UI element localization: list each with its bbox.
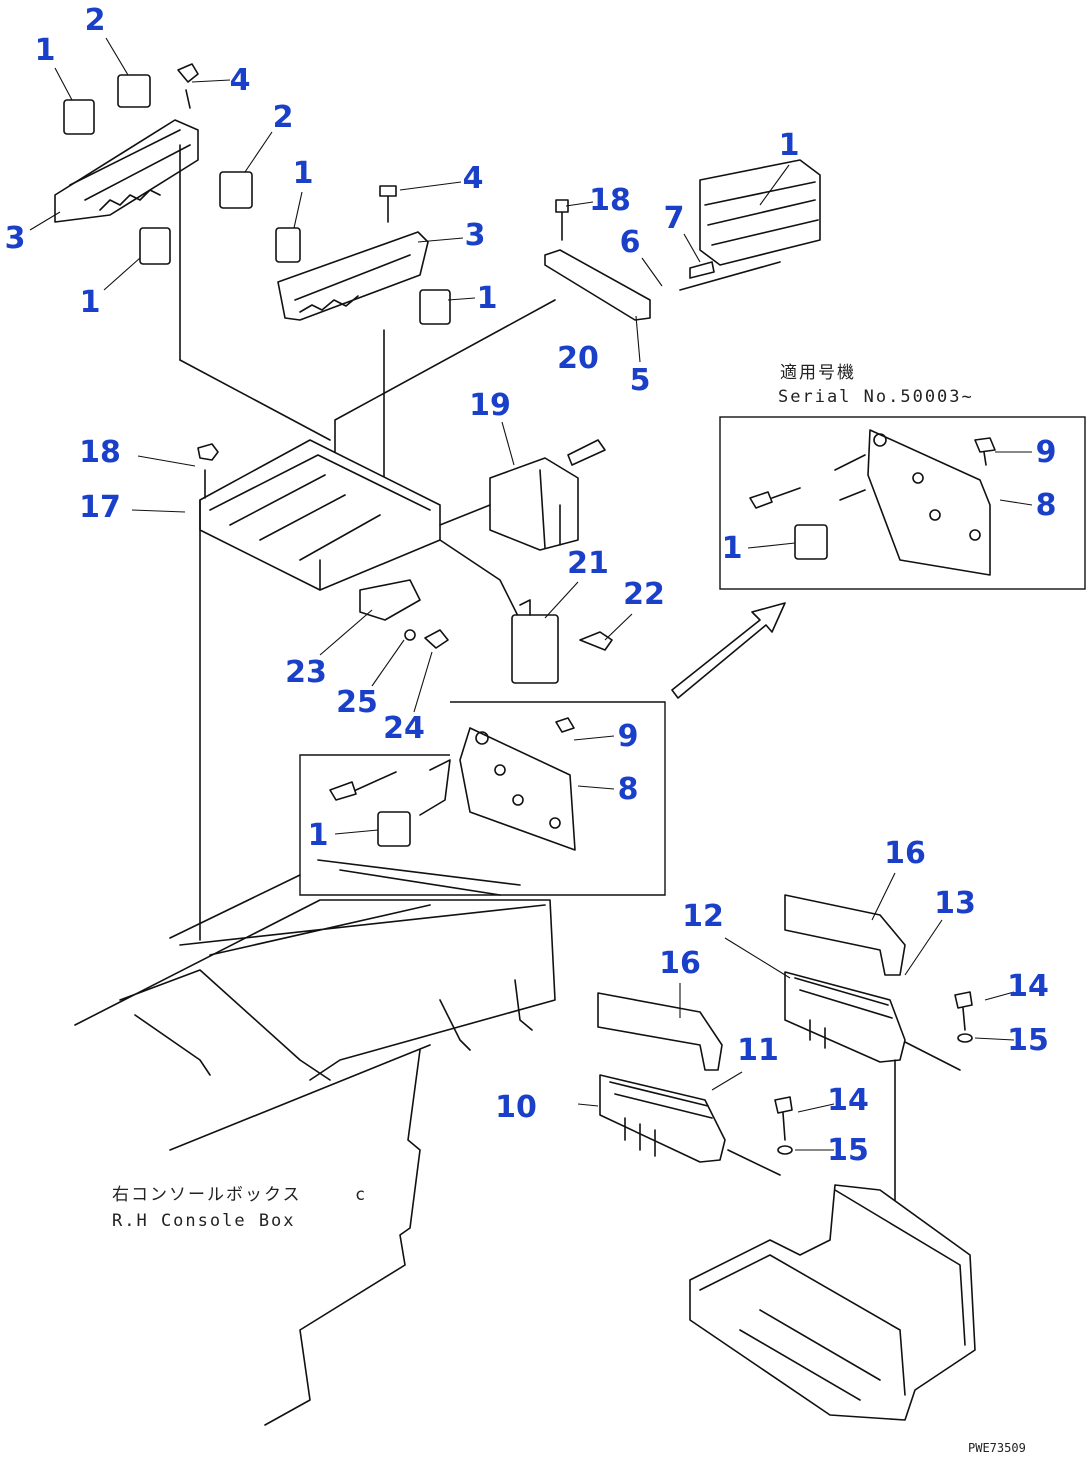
leader-line-c14b [797, 1103, 835, 1113]
callout-c8b: 8 [618, 772, 639, 807]
callout-c15b: 15 [827, 1133, 869, 1168]
console-label-jp: 右コンソールボックス [112, 1185, 302, 1205]
leader-line-c17 [131, 509, 186, 513]
leader-line-c1c [293, 191, 303, 229]
callout-c1d: 1 [477, 281, 498, 316]
callout-c15a: 15 [1007, 1023, 1049, 1058]
leader-line-c7 [683, 233, 701, 263]
leader-line-c1a [54, 67, 73, 101]
relay-bank-right [334, 159, 821, 471]
callout-c3a: 3 [5, 221, 26, 256]
leader-line-c2b [244, 131, 273, 173]
callout-c21: 21 [567, 546, 609, 581]
leader-line-c25 [371, 639, 405, 687]
bottom-right-plate [689, 1184, 976, 1421]
callout-c12: 12 [682, 899, 724, 934]
callout-c16a: 16 [884, 836, 926, 871]
callout-c25: 25 [336, 685, 378, 720]
leader-line-c1g [334, 829, 379, 835]
serial-label-jp: 適用号機 [780, 363, 856, 383]
drawing-code: PWE73509 [968, 1441, 1026, 1455]
leader-line-c4a [191, 79, 231, 83]
leader-line-c14a [984, 991, 1015, 1001]
callout-c22: 22 [623, 577, 665, 612]
leader-line-c11 [711, 1071, 743, 1091]
leader-line-c8b [577, 785, 615, 790]
leader-line-c18a [565, 201, 594, 207]
console-label-en: R.H Console Box [112, 1211, 296, 1231]
callout-c3b: 3 [465, 218, 486, 253]
leader-line-c4b [399, 181, 462, 191]
callout-c20: 20 [557, 341, 599, 376]
relay-bracket-top-left [54, 63, 253, 361]
callout-c13: 13 [934, 886, 976, 921]
callout-c14b: 14 [827, 1083, 869, 1118]
callout-c4a: 4 [230, 63, 251, 98]
callout-c11: 11 [737, 1033, 779, 1068]
leader-line-c23 [319, 609, 373, 656]
serial-inset [719, 416, 1086, 590]
callout-c19: 19 [469, 388, 511, 423]
leader-line-c1f [747, 542, 796, 549]
callout-c18b: 18 [79, 435, 121, 470]
leader-line-c3a [29, 211, 61, 231]
callout-c14a: 14 [1007, 969, 1049, 1004]
leader-line-c9b [573, 735, 615, 741]
callout-c2b: 2 [273, 100, 294, 135]
callout-c17: 17 [79, 490, 121, 525]
leader-line-c3b [417, 237, 464, 243]
callout-c1f: 1 [722, 531, 743, 566]
relay-bracket-mid [275, 185, 451, 521]
relay-parts-center [359, 439, 613, 684]
leader-line-c1b [103, 257, 141, 291]
callout-c4b: 4 [463, 161, 484, 196]
leader-line-c21 [544, 581, 579, 619]
callout-leaders [29, 37, 1033, 1151]
callout-c8a: 8 [1036, 488, 1057, 523]
relay-box-main [179, 359, 521, 941]
leader-line-c12 [724, 937, 791, 979]
leader-line-c8a [999, 499, 1033, 506]
leader-line-c22 [604, 613, 633, 641]
leader-line-c5 [635, 315, 641, 363]
serial-label-en: Serial No.50003~ [778, 387, 974, 407]
callout-c9a: 9 [1036, 435, 1057, 470]
callout-c16b: 16 [659, 946, 701, 981]
callout-c7: 7 [664, 201, 685, 236]
leader-line-c19 [501, 421, 515, 466]
lower-inset [299, 701, 666, 896]
leader-line-c18b [137, 455, 196, 467]
callout-c6: 6 [620, 225, 641, 260]
callout-c1e: 1 [779, 128, 800, 163]
leader-line-c1e [759, 164, 790, 206]
arrow-to-inset [671, 602, 786, 699]
leader-line-c13 [904, 919, 943, 976]
console-box-frame [74, 874, 556, 1426]
fuse-box-group [597, 894, 973, 1371]
callout-c1a: 1 [35, 33, 56, 68]
callout-c5: 5 [630, 363, 651, 398]
leader-line-c16a [871, 872, 896, 921]
leader-line-c15a [974, 1037, 1015, 1041]
callout-c1g: 1 [308, 818, 329, 853]
callout-c10: 10 [495, 1090, 537, 1125]
leader-line-c10 [577, 1103, 599, 1107]
callout-c23: 23 [285, 655, 327, 690]
leader-line-c24 [413, 651, 433, 713]
console-mark: c [355, 1185, 367, 1205]
callout-c1c: 1 [293, 156, 314, 191]
callout-c2a: 2 [85, 3, 106, 38]
callout-c18a: 18 [589, 183, 631, 218]
callout-c9b: 9 [618, 719, 639, 754]
leader-line-c1d [447, 297, 476, 301]
callout-c1b: 1 [80, 285, 101, 320]
leader-line-c6 [641, 257, 663, 287]
leader-line-c2a [105, 37, 129, 76]
callout-c24: 24 [383, 711, 425, 746]
